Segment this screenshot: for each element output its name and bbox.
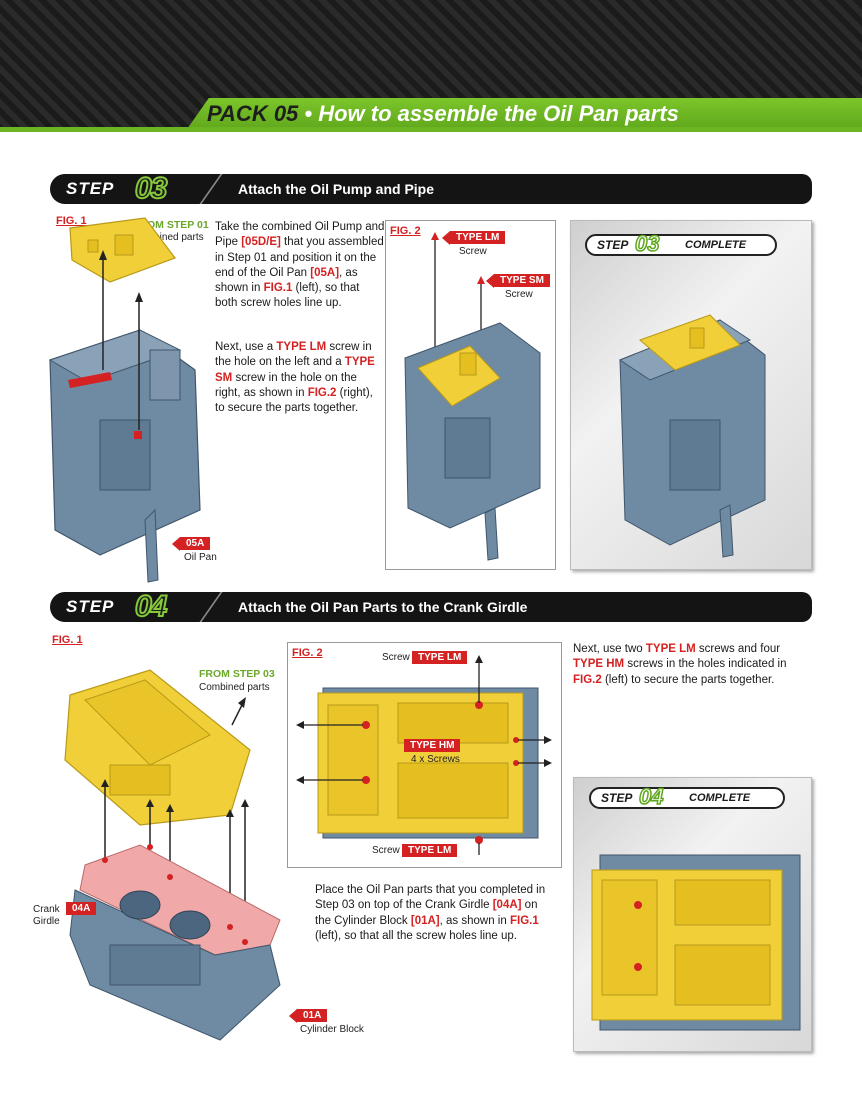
step04-complete-illustration — [591, 854, 801, 1031]
step04-fig2-label: FIG. 2 — [292, 647, 323, 659]
t: screw in the hole on the left and a — [215, 341, 372, 369]
step03-bar: STEP 03 Attach the Oil Pump and Pipe — [50, 171, 812, 206]
t: (left) to secure the parts together. — [601, 673, 775, 686]
t: on the Cylinder Block — [315, 899, 538, 927]
step04-divider — [199, 592, 229, 622]
screw-ref: TYPE LM — [645, 643, 696, 655]
step03-type-sm-sub: Screw — [505, 289, 533, 300]
t: (right), to secure the parts together. — [215, 386, 373, 415]
step04-block-name: Cylinder Block — [300, 1024, 364, 1035]
t: Place the Oil Pan parts that you complet… — [315, 884, 546, 912]
step04-fig2-illustration — [296, 655, 552, 855]
step03-complete-badge: STEP 03 COMPLETE — [585, 230, 777, 257]
step03-type-sm-tag: TYPE SM — [486, 274, 550, 288]
step04-crank-label: Crank Girdle — [33, 904, 60, 927]
step04-fig1-label: FIG. 1 — [52, 634, 83, 646]
t: screws in the holes indicated in — [624, 658, 787, 671]
crank-girdle-illustration — [64, 669, 281, 1041]
step03-word: STEP — [66, 179, 115, 198]
badge-step-number: 03 — [634, 230, 660, 257]
step04-type-lm-bottom: TYPE LM — [402, 844, 458, 857]
fig-ref: FIG.2 — [573, 673, 602, 686]
step04-screw-top: Screw — [382, 652, 410, 663]
header-green-stripe — [0, 127, 862, 132]
pack-number: PACK 05 — [207, 101, 299, 126]
part-ref: [04A] — [492, 899, 522, 912]
screw-ref: TYPE LM — [276, 341, 327, 353]
step04-block-code: 01A — [288, 1009, 328, 1023]
step03-fig2-illustration — [404, 232, 541, 561]
step03-instructions-2: Next, use a TYPE LM screw in the hole on… — [215, 340, 385, 416]
step04-word: STEP — [66, 597, 115, 616]
fig-ref: FIG.2 — [307, 386, 337, 399]
step04-type-hm-sub: 4 x Screws — [411, 754, 460, 765]
step03-fig2-label: FIG. 2 — [390, 225, 421, 237]
t: screw in the hole on the right, as shown… — [215, 371, 357, 399]
screw-ref: TYPE SM — [215, 356, 375, 384]
page-title: PACK 05 • How to assemble the Oil Pan pa… — [207, 101, 679, 127]
t: , as shown in — [439, 914, 510, 927]
t: (left), so that all the screw holes line… — [315, 929, 517, 942]
step03-divider — [199, 174, 229, 204]
step03-part-name: Oil Pan — [184, 552, 217, 563]
step03-type-lm-sub: Screw — [459, 246, 487, 257]
t: that you assembled in Step 01 and positi… — [215, 236, 384, 279]
badge-complete-word: COMPLETE — [689, 792, 751, 804]
t: Take the combined Oil Pump and Pipe — [215, 221, 385, 249]
step04-number: 04 — [134, 589, 168, 624]
fig-ref: FIG.1 — [509, 914, 539, 927]
step03-complete-illustration — [618, 314, 766, 558]
step03-title: Attach the Oil Pump and Pipe — [238, 181, 435, 197]
screw-ref: TYPE HM — [573, 658, 625, 671]
step04-bar: STEP 04 Attach the Oil Pan Parts to the … — [50, 589, 812, 624]
badge-step-number: 04 — [638, 783, 664, 810]
step03-instructions-1: Take the combined Oil Pump and Pipe [05D… — [215, 220, 385, 312]
step03-part-code: 05A — [171, 537, 211, 551]
badge-step-word: STEP — [601, 791, 633, 805]
badge-step-word: STEP — [597, 238, 629, 252]
step03-from-sub: Combined parts — [133, 232, 204, 243]
part-ref: [01A] — [410, 914, 440, 927]
step04-instructions-1: Next, use two TYPE LM screws and four TY… — [573, 642, 813, 688]
step04-screw-bottom: Screw — [372, 845, 400, 856]
step04-from-step: FROM STEP 03 — [199, 668, 275, 680]
part-ref: [05A] — [310, 266, 340, 279]
step04-type-lm-top: TYPE LM — [412, 651, 468, 664]
t: Next, use a — [215, 341, 277, 353]
page-title-text: How to assemble the Oil Pan parts — [318, 101, 679, 126]
part-ref: [05D/E] — [241, 236, 281, 249]
step04-type-hm-tag: TYPE HM — [404, 739, 461, 752]
step04-from-sub: Combined parts — [199, 682, 270, 693]
step04-complete-badge: STEP 04 COMPLETE — [589, 783, 785, 810]
fig-ref: FIG.1 — [263, 282, 293, 295]
step03-number: 03 — [134, 171, 168, 206]
step04-title: Attach the Oil Pan Parts to the Crank Gi… — [238, 599, 528, 615]
t: (left), so that both screw holes line up… — [215, 282, 360, 310]
t: screws and four — [695, 643, 781, 655]
step03-fig1-label: FIG. 1 — [56, 215, 87, 227]
oil-pan-illustration — [48, 217, 201, 583]
step04-crank-code: 04A — [66, 902, 97, 915]
title-separator: • — [298, 101, 319, 126]
t: Next, use two — [573, 643, 646, 655]
badge-complete-word: COMPLETE — [685, 239, 747, 251]
step03-type-lm-tag: TYPE LM — [441, 231, 506, 245]
step04-instructions-2: Place the Oil Pan parts that you complet… — [315, 883, 555, 944]
t: , as shown in — [215, 266, 358, 295]
